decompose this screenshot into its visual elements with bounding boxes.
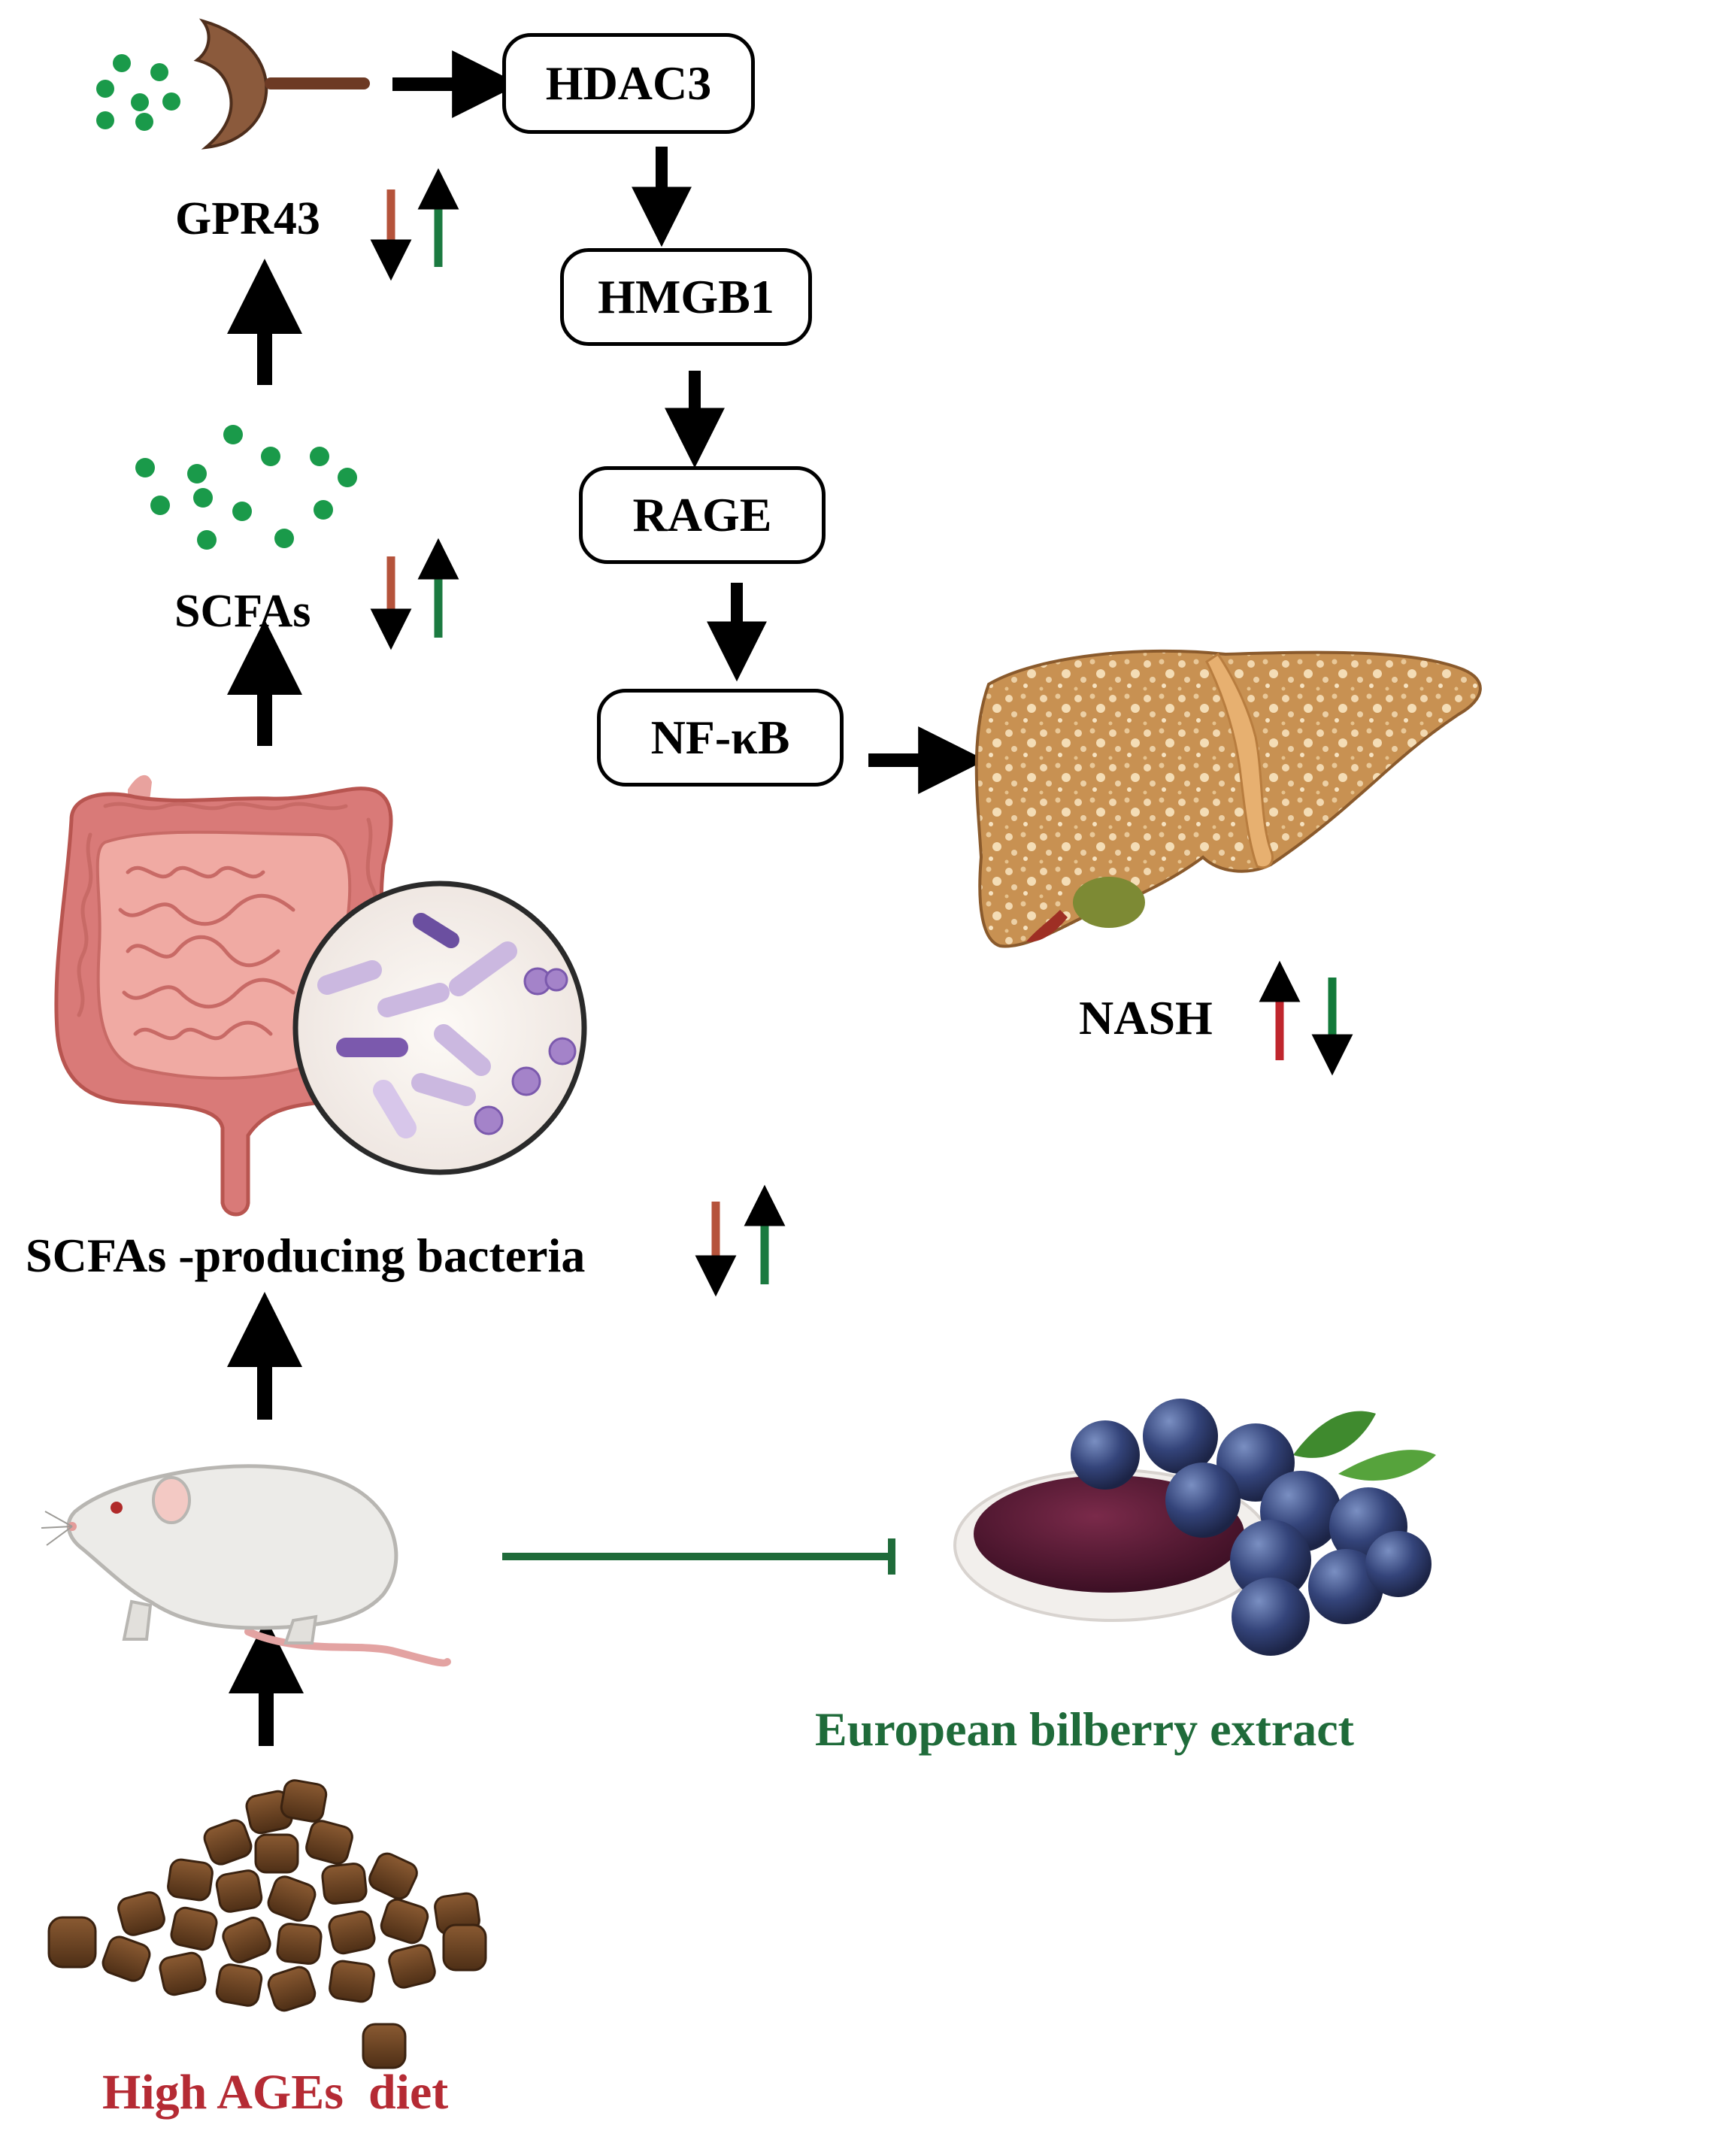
- gpr43-regulation-arrows: [370, 168, 459, 281]
- inhibition-line: [502, 1538, 895, 1575]
- hmgb1-box: HMGB1: [560, 248, 812, 346]
- bacteria-label: SCFAs -producing bacteria: [26, 1229, 586, 1282]
- scfas-label: SCFAs: [174, 586, 311, 637]
- bacteria-magnifier-icon: [292, 881, 587, 1175]
- mouse-icon: [41, 1464, 451, 1667]
- extract-label: European bilberry extract: [815, 1702, 1354, 1756]
- liver-icon: [974, 649, 1482, 948]
- scfa-molecules-icon: [135, 425, 357, 550]
- bilberry-icon: [953, 1399, 1436, 1656]
- hdac3-box: HDAC3: [502, 33, 755, 134]
- gpr43-label: GPR43: [175, 193, 320, 244]
- gpr43-receptor-icon: [96, 18, 370, 150]
- scfas-regulation-arrows: [370, 538, 459, 650]
- diet-label: High AGEs diet: [102, 2065, 449, 2120]
- nash-regulation-arrows: [1259, 960, 1353, 1076]
- rage-box: RAGE: [579, 466, 826, 564]
- nfkb-box: NF-κB: [597, 689, 844, 787]
- nash-label: NASH: [1079, 991, 1213, 1044]
- bacteria-regulation-arrows: [695, 1184, 786, 1297]
- diet-pellets-icon: [47, 1779, 487, 2069]
